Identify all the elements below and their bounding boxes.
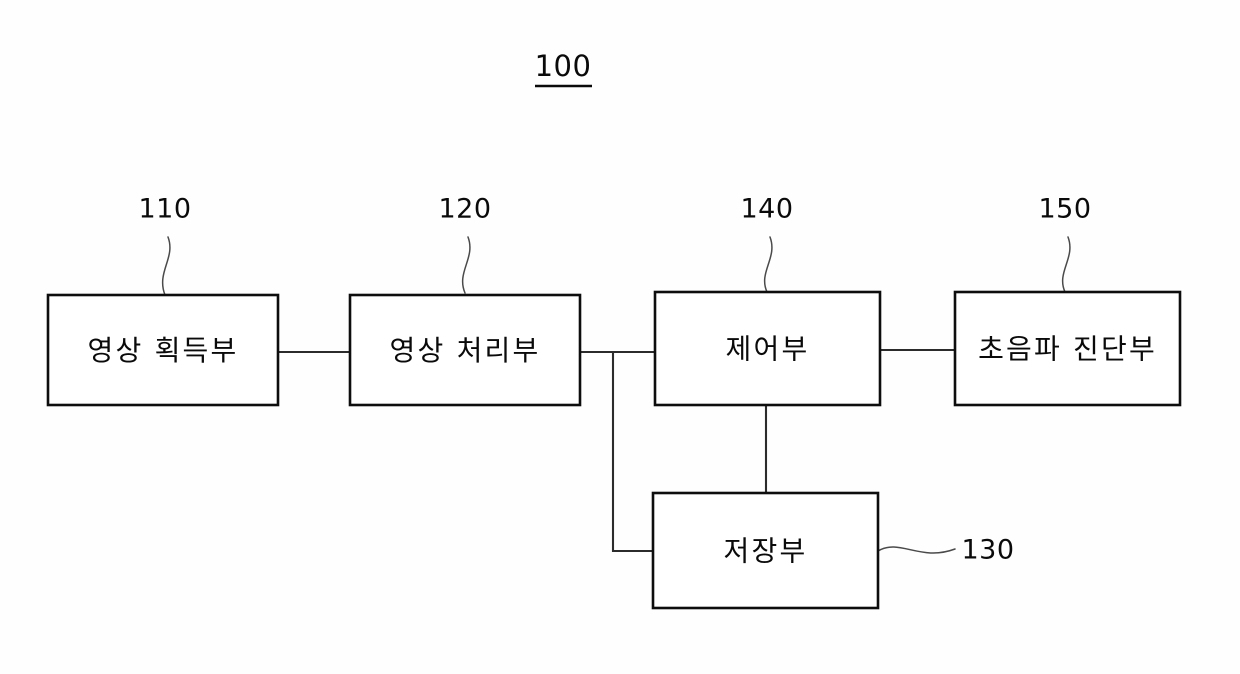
connector-lines-group bbox=[276, 348, 957, 553]
ref-numeral-140: 140 bbox=[740, 194, 793, 225]
block-control-unit[interactable]: 제어부 140 bbox=[653, 194, 882, 407]
ref-numeral-120: 120 bbox=[438, 194, 491, 225]
block-label-ultrasound-diagnosis-unit: 초음파 진단부 bbox=[978, 333, 1157, 366]
connector-proc-branch-to-storage bbox=[611, 350, 655, 553]
block-rect-image-processing-unit[interactable] bbox=[348, 293, 582, 407]
leader-140 bbox=[763, 236, 773, 293]
ref-numeral-110: 110 bbox=[138, 194, 191, 225]
block-label-control-unit: 제어부 bbox=[726, 333, 810, 366]
leader-110 bbox=[161, 236, 171, 296]
block-label-storage-unit: 저장부 bbox=[724, 535, 808, 568]
block-rect-ultrasound-diagnosis-unit[interactable] bbox=[953, 290, 1182, 407]
block-rect-image-acquisition-unit[interactable] bbox=[46, 293, 280, 407]
figure-title-group: 100 bbox=[535, 49, 592, 88]
leader-130 bbox=[877, 546, 956, 554]
ref-numeral-150: 150 bbox=[1038, 194, 1091, 225]
leader-150 bbox=[1061, 236, 1071, 293]
block-rect-control-unit[interactable] bbox=[653, 290, 882, 407]
block-rect-storage-unit[interactable] bbox=[651, 491, 880, 610]
figure-title: 100 bbox=[535, 49, 592, 83]
block-storage-unit[interactable]: 저장부 130 bbox=[651, 491, 1015, 610]
block-label-image-processing-unit: 영상 처리부 bbox=[390, 334, 541, 367]
block-image-acquisition-unit[interactable]: 영상 획득부 110 bbox=[46, 194, 280, 407]
leader-lines-group bbox=[161, 236, 1071, 554]
leader-120 bbox=[461, 236, 471, 294]
block-image-processing-unit[interactable]: 영상 처리부 120 bbox=[348, 194, 582, 407]
blocks-group: 영상 획득부 110 영상 처리부 120 제어부 140 초음파 진단부 150 저장부 130 bbox=[46, 194, 1182, 610]
ref-numeral-130: 130 bbox=[961, 535, 1014, 566]
block-ultrasound-diagnosis-unit[interactable]: 초음파 진단부 150 bbox=[953, 194, 1182, 407]
block-label-image-acquisition-unit: 영상 획득부 bbox=[88, 334, 239, 367]
